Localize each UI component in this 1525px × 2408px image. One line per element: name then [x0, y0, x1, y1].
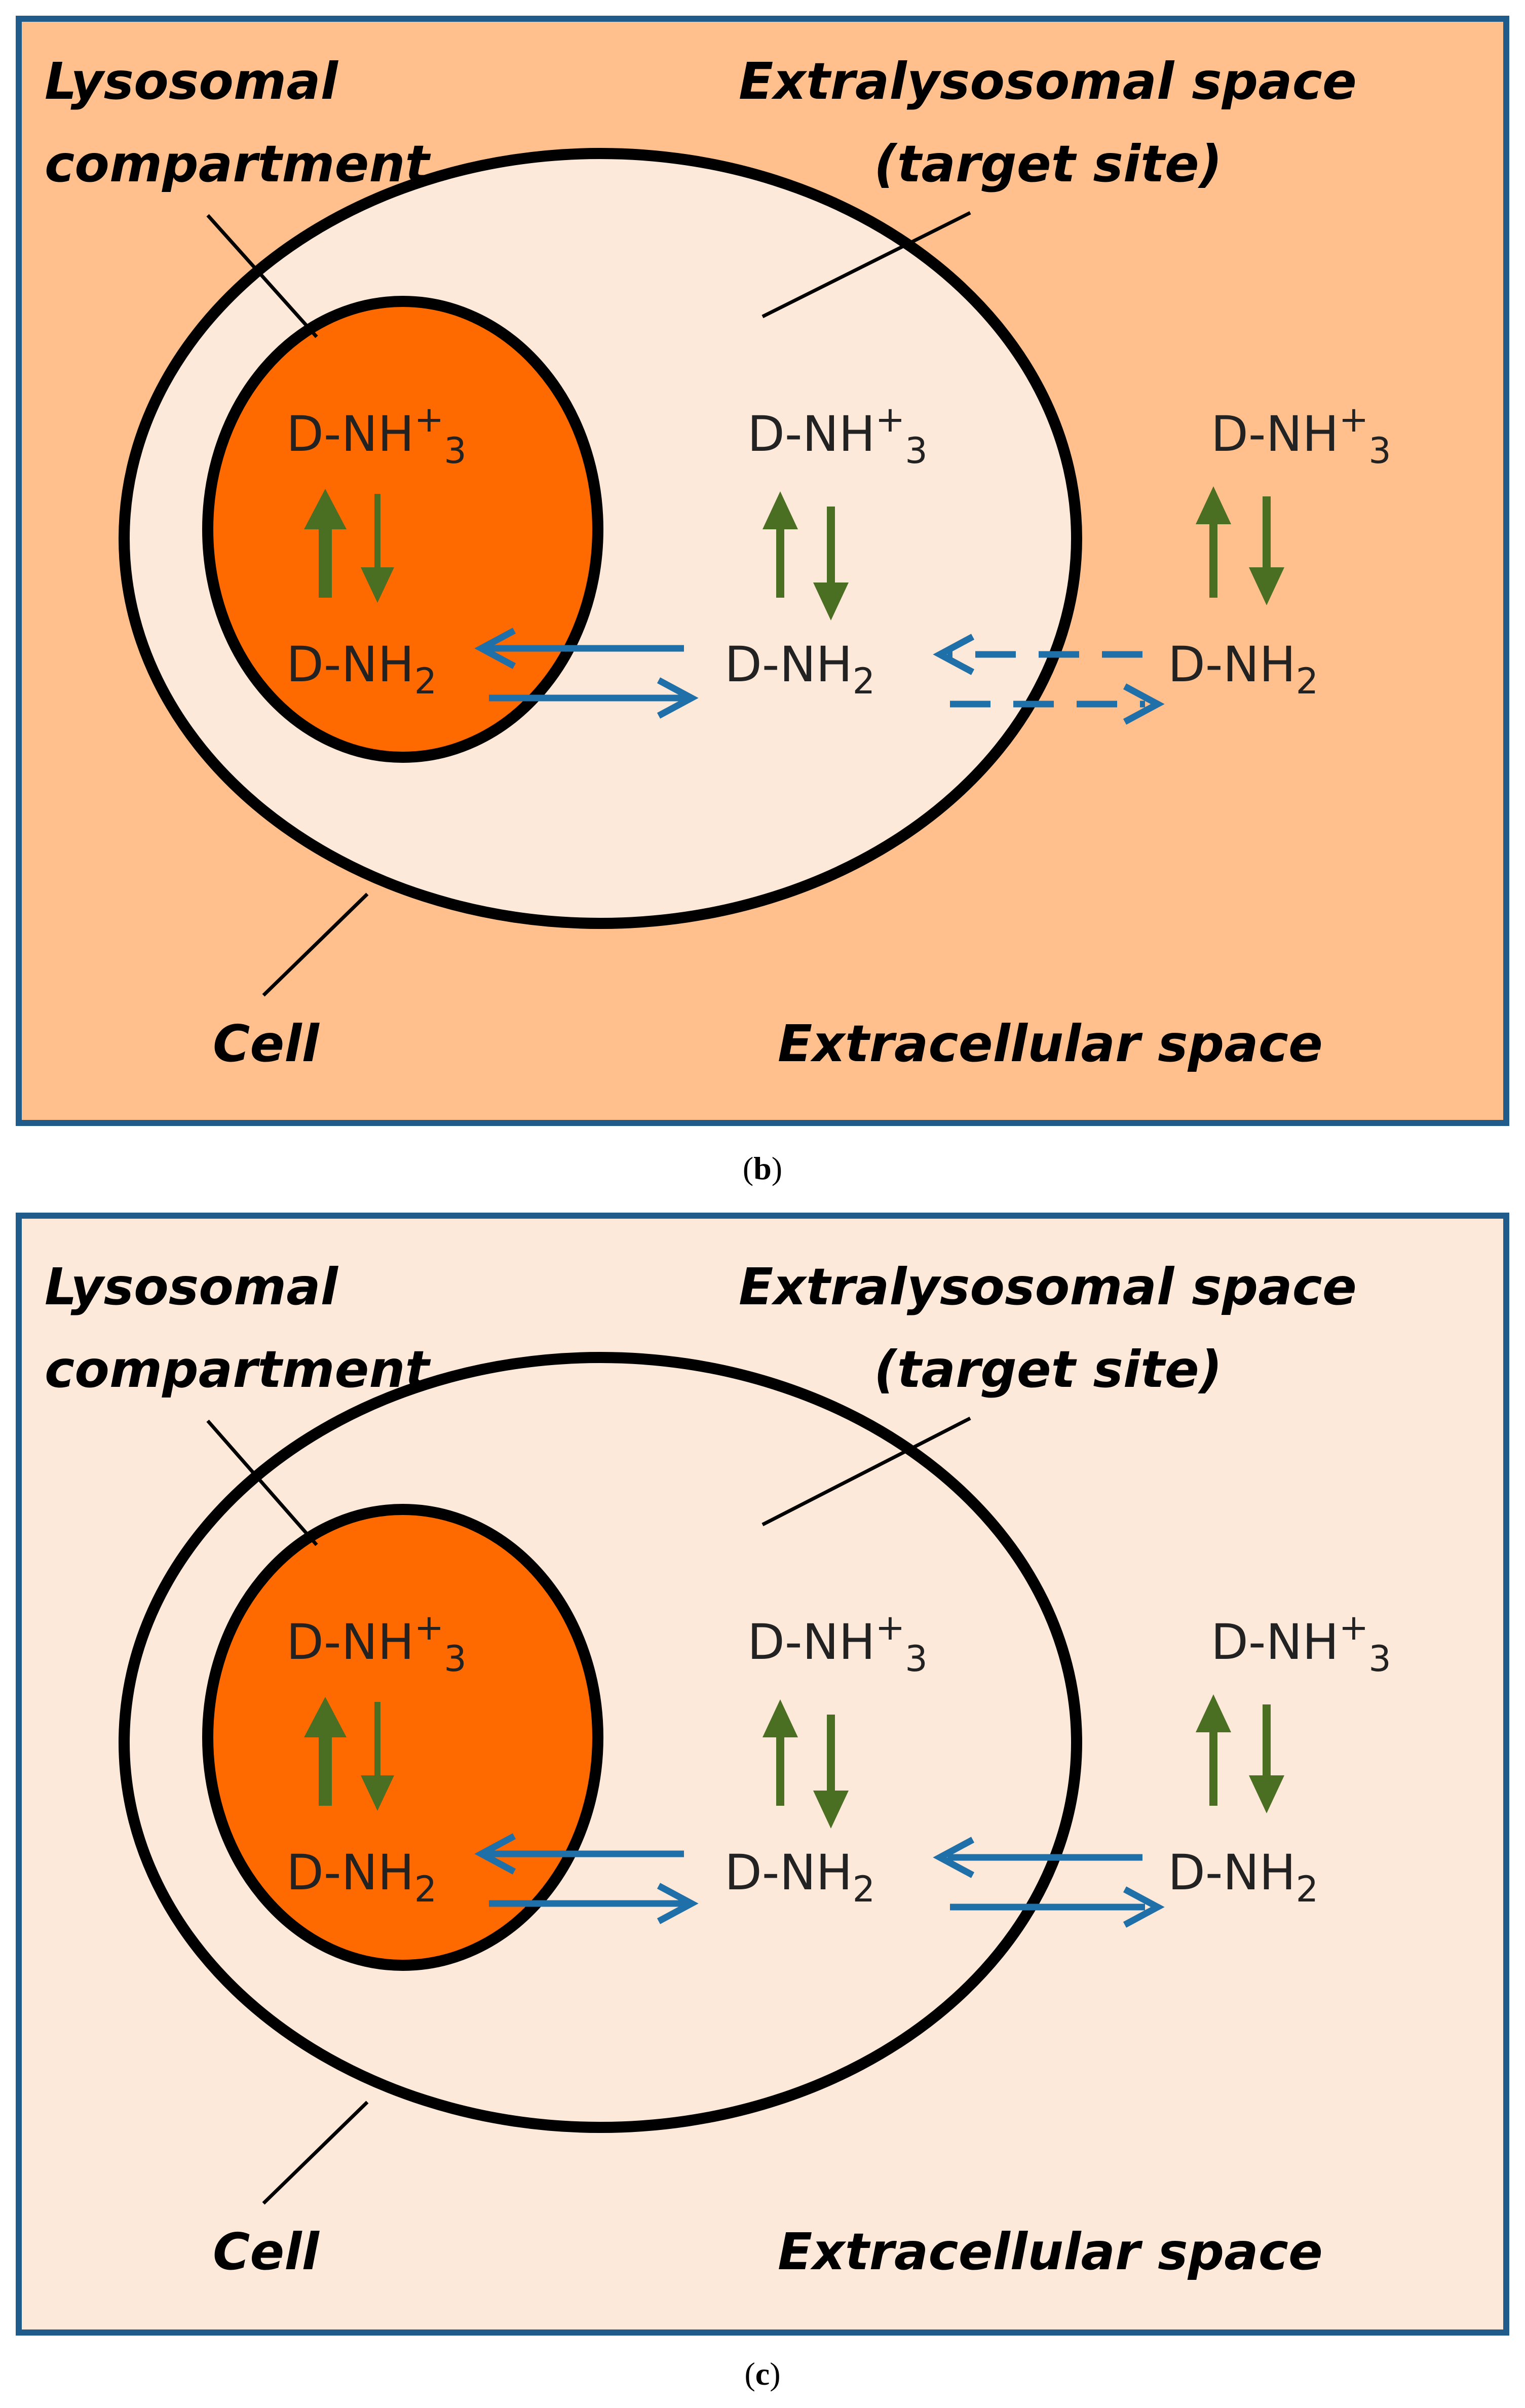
leader-lysosomal: [206, 1419, 318, 1546]
leader-extralysosomal: [761, 211, 971, 319]
label-lysosomal: Lysosomal: [45, 52, 339, 111]
extracellular-neutral: D-NH2: [1168, 1844, 1318, 1910]
leader-cell: [262, 892, 369, 997]
lysosome-protonated: D-NH+3: [286, 1607, 467, 1680]
label-extralysosomal: Extralysosomal space: [739, 1257, 1357, 1316]
lysosome-protonated: D-NH+3: [286, 399, 467, 472]
equilibrium-lysosome: [304, 1697, 394, 1811]
extracellular-protonated: D-NH+3: [1211, 1607, 1391, 1680]
label-extralysosomal: Extralysosomal space: [739, 52, 1357, 111]
cytosol-neutral: D-NH2: [725, 636, 875, 702]
extracellular-neutral: D-NH2: [1168, 636, 1318, 702]
transport-cytosol-extracellular-dashed: [933, 634, 1165, 725]
equilibrium-cytosol: [763, 491, 849, 620]
caption-b: (b): [742, 1150, 783, 1186]
cytosol-protonated: D-NH+3: [747, 399, 928, 472]
leader-extralysosomal: [761, 1416, 971, 1527]
label-lysosomal: Lysosomal: [45, 1257, 339, 1316]
lysosome-neutral: D-NH2: [286, 1844, 437, 1910]
label-compartment: compartment: [45, 1340, 431, 1399]
lysosome: [202, 296, 603, 763]
label-cell: Cell: [213, 2222, 320, 2281]
equilibrium-extracellular: [1196, 1694, 1284, 1813]
leader-cell: [262, 2101, 369, 2205]
label-extracellular: Extracellular space: [778, 1014, 1323, 1073]
label-target-site: (target site): [874, 1340, 1222, 1399]
panel-c: Lysosomal compartment Extralysosomal spa…: [16, 1213, 1509, 2336]
label-cell: Cell: [213, 1014, 320, 1073]
label-compartment: compartment: [45, 134, 431, 193]
transport-lysosome-cytosol: [474, 1833, 699, 1924]
cytosol-neutral: D-NH2: [725, 1844, 875, 1910]
extracellular-protonated: D-NH+3: [1211, 399, 1391, 472]
transport-cytosol-extracellular: [933, 1837, 1165, 1928]
leader-lysosomal: [206, 214, 318, 338]
caption-c: (c): [744, 2356, 781, 2392]
panel-b: Lysosomal compartment Extralysosomal spa…: [16, 16, 1509, 1126]
cytosol-protonated: D-NH+3: [747, 1607, 928, 1680]
equilibrium-extracellular: [1196, 486, 1284, 605]
lysosome-neutral: D-NH2: [286, 636, 437, 702]
equilibrium-lysosome: [304, 489, 394, 603]
label-target-site: (target site): [874, 134, 1222, 193]
label-extracellular: Extracellular space: [778, 2222, 1323, 2281]
equilibrium-cytosol: [763, 1699, 849, 1829]
transport-lysosome-cytosol: [474, 628, 699, 719]
